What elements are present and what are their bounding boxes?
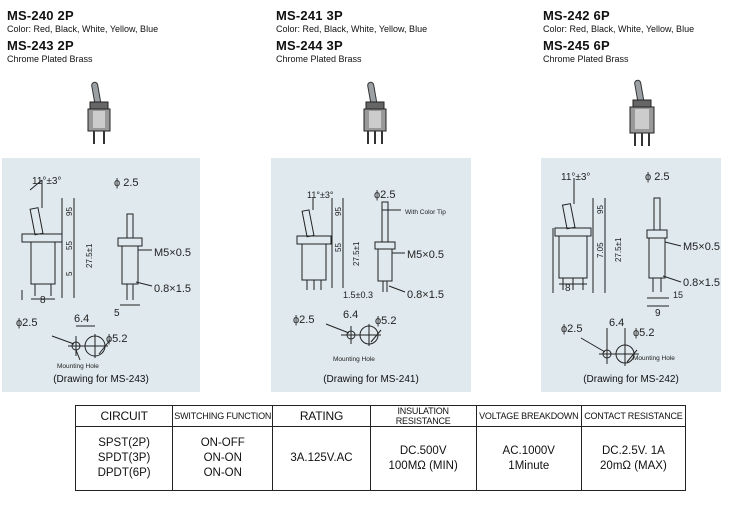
header-insulation-resistance: INSULATION RESISTANCE [369,405,477,427]
model-title-alt: MS-243 2P [7,38,74,53]
technical-drawing-ms242: 11°±3° ϕ 2.5 M5×0.5 0.8×1.5 8 9 15 95 7.… [541,158,721,392]
vdim-4: 5 [65,271,74,276]
model-title-alt: MS-244 3P [276,38,343,53]
material-text: Chrome Plated Brass [276,54,362,64]
pitch-dim: 1.5±0.3 [343,290,373,300]
terminal-dim: 0.8×1.5 [407,289,444,301]
cell-function: ON-OFF ON-ON ON-ON [172,426,274,491]
header-switching-function: SWITCHING FUNCTION [172,405,274,427]
vdim-3: 27.5±1 [614,237,623,262]
shaft-dia-dim: ϕ 2.5 [114,177,139,189]
technical-drawing-ms243: 11°±3° ϕ 2.5 M5×0.5 0.8×1.5 8 5 95 55 27… [2,158,200,392]
header-rating: RATING [272,405,371,427]
header-voltage-breakdown: VOLTAGE BREAKDOWN [475,405,582,427]
table-header-row: CIRCUIT SWITCHING FUNCTION RATING INSULA… [74,405,687,427]
hole-spacing-dim: 6.4 [609,317,624,329]
material-text: Chrome Plated Brass [543,54,629,64]
drawing-lines: 11°±3° ϕ 2.5 M5×0.5 0.8×1.5 8 5 95 55 27… [16,176,191,370]
color-options: Color: Red, Black, White, Yellow, Blue [7,24,159,34]
cell-breakdown: AC.1000V 1Minute [475,426,582,491]
vdim-3: 27.5±1 [85,243,94,268]
model-title: MS-242 6P [543,8,610,23]
model-title: MS-240 2P [7,8,74,23]
vdim-2: 55 [65,241,74,250]
mounting-hole-label: Mounting Hole [633,355,675,362]
switch-photo-3p [363,81,387,144]
hole-large-dim: ϕ5.2 [106,333,127,345]
table-row: SPST(2P) SPDT(3P) DPDT(6P) ON-OFF ON-ON … [74,426,687,491]
product-block-ms242: MS-242 6P Color: Red, Black, White, Yell… [543,8,694,68]
shaft-dia-dim: ϕ2.5 [374,189,395,201]
hole-large-dim: ϕ5.2 [633,327,654,339]
width-dim: 8 [40,295,46,306]
thread-dim: M5×0.5 [683,241,720,253]
vdim-2: 55 [334,243,343,252]
vdim-1: 95 [596,205,605,214]
drawing-caption: (Drawing for MS-242) [583,374,679,385]
drawing-lines: 11°±3° ϕ 2.5 M5×0.5 0.8×1.5 8 9 15 95 7.… [552,171,720,366]
hole-spacing-dim: 6.4 [74,313,89,325]
color-options: Color: Red, Black, White, Yellow, Blue [543,24,695,34]
hole-large-dim: ϕ5.2 [375,315,396,327]
material-text: Chrome Plated Brass [7,54,93,64]
switch-photo-6p [629,79,655,146]
cell-circuit: SPST(2P) SPDT(3P) DPDT(6P) [74,426,174,491]
model-title: MS-241 3P [276,8,343,23]
hole-spacing-dim: 6.4 [343,309,358,321]
drawing-caption: (Drawing for MS-241) [323,374,419,385]
cell-insulation: DC.500V 100MΩ (MIN) [369,426,477,491]
switch-photo-2p [87,81,111,144]
terminal-dim: 0.8×1.5 [683,277,720,289]
cell-contact: DC.2.5V. 1A 20mΩ (MAX) [580,426,687,491]
terminal-dim: 0.8×1.5 [154,283,191,295]
color-options: Color: Red, Black, White, Yellow, Blue [276,24,428,34]
model-title-alt: MS-245 6P [543,38,610,53]
width2-dim: 9 [655,308,661,319]
width-dim: 8 [565,283,571,294]
product-block-ms240: MS-240 2P Color: Red, Black, White, Yell… [7,8,158,68]
header-contact-resistance: CONTACT RESISTANCE [580,405,687,427]
mounting-hole-label: Mounting Hole [57,363,99,370]
header-circuit: CIRCUIT [74,405,174,427]
hole-small-dim: ϕ2.5 [561,323,582,335]
thread-dim: M5×0.5 [154,247,191,259]
drawing-lines: 11°±3° ϕ2.5 With Color Tip M5×0.5 0.8×1.… [293,189,446,363]
thread-dim: M5×0.5 [407,249,444,261]
vdim-2: 7.05 [596,242,605,258]
hole-small-dim: ϕ2.5 [293,314,314,326]
vdim-3: 27.5±1 [352,241,361,266]
technical-drawing-ms241: 11°±3° ϕ2.5 With Color Tip M5×0.5 0.8×1.… [271,158,471,392]
shaft-dia-dim: ϕ 2.5 [645,171,670,183]
hole-small-dim: ϕ2.5 [16,317,37,329]
cell-rating: 3A.125V.AC [272,426,371,491]
spec-table: CIRCUIT SWITCHING FUNCTION RATING INSULA… [74,405,687,491]
product-block-ms241: MS-241 3P Color: Red, Black, White, Yell… [276,8,427,68]
bottom-dim: 5 [114,308,120,319]
angle-dim: 11°±3° [561,172,590,183]
dim-15: 15 [673,290,683,300]
color-tip-note: With Color Tip [405,209,446,216]
mounting-hole-label: Mounting Hole [333,356,375,363]
vdim-1: 95 [334,207,343,216]
angle-dim: 11°±3° [32,176,61,187]
vdim-1: 95 [65,207,74,216]
angle-dim: 11°±3° [307,190,334,200]
drawing-caption: (Drawing for MS-243) [53,374,149,385]
